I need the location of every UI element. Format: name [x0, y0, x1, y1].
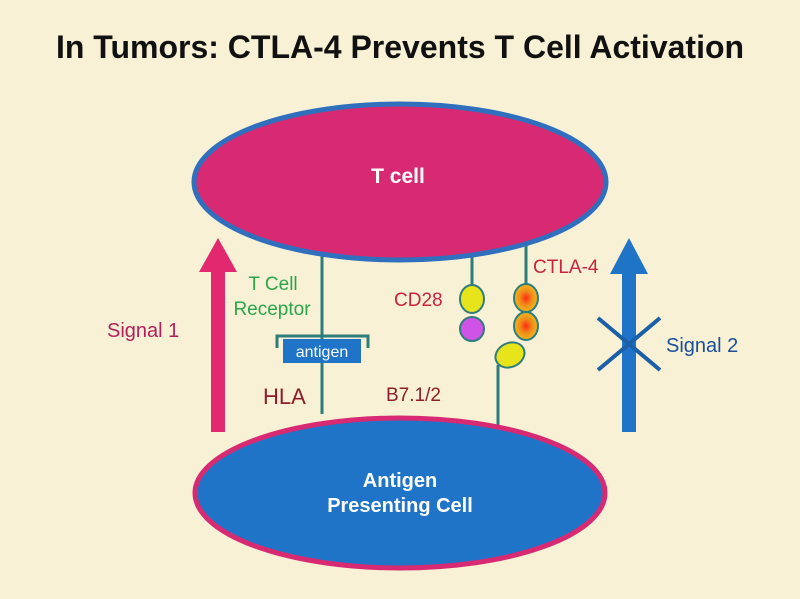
page-title: In Tumors: CTLA-4 Prevents T Cell Activa… [56, 29, 744, 65]
t-cell-label: T cell [371, 165, 425, 188]
antigen-box [283, 339, 361, 363]
t-cell [191, 101, 609, 263]
tcr-label-line1: T Cell [248, 274, 297, 295]
ctla4-domain-upper [513, 283, 539, 313]
hla-label: HLA [263, 384, 306, 409]
signal-1-label: Signal 1 [107, 320, 179, 342]
tcr-label-line2: Receptor [233, 299, 311, 320]
b7-ligand [494, 341, 526, 369]
antigen-presenting-cell [192, 415, 608, 571]
ctla4-domain-lower [513, 311, 539, 341]
signal-2-label: Signal 2 [666, 335, 738, 357]
signal-1-arrow [199, 238, 237, 432]
cd28-label: CD28 [394, 290, 443, 311]
antigen-label: antigen [296, 344, 349, 361]
apc-label-line1: Antigen [363, 470, 437, 492]
cd28-violet-domain [459, 316, 485, 342]
block-x-icon [596, 316, 662, 372]
cd28-yellow-domain [459, 284, 485, 314]
ctla4-label: CTLA-4 [533, 257, 599, 278]
apc-label-line2: Presenting Cell [327, 495, 473, 517]
tcr-bracket [275, 334, 370, 348]
b7-label: B7.1/2 [386, 385, 441, 406]
signal-2-arrow [610, 238, 648, 432]
